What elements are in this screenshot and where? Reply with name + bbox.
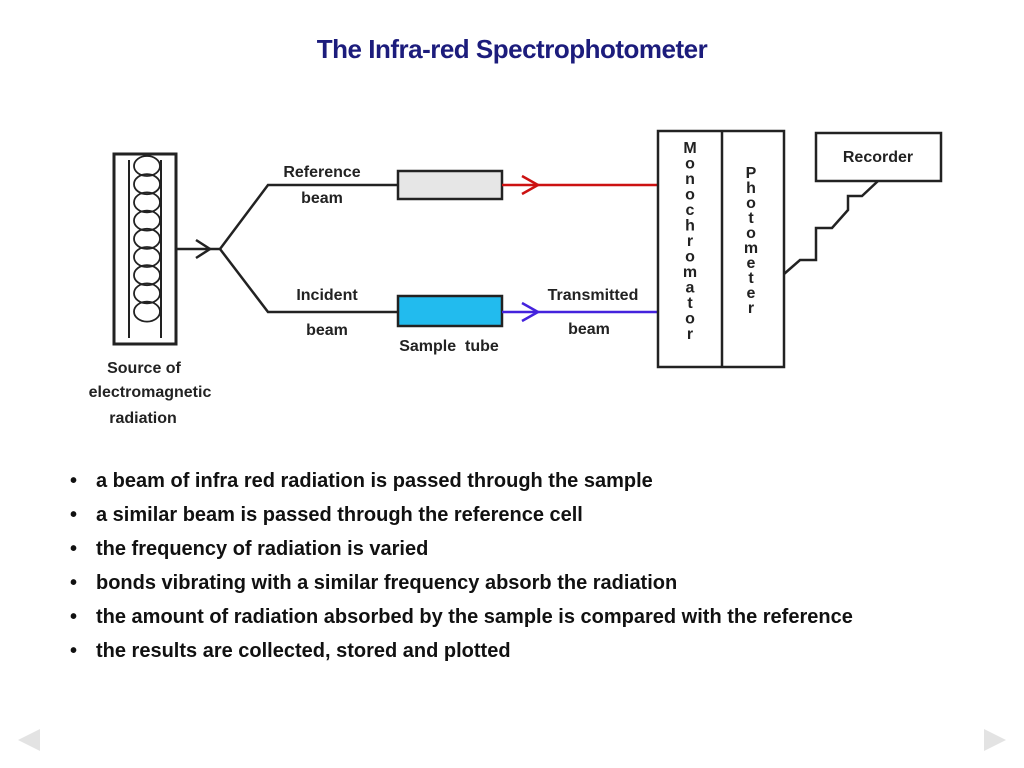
coil-loop [133, 173, 161, 196]
photo-letters-letter: t [748, 210, 754, 227]
bullet-item: •bonds vibrating with a similar frequenc… [70, 572, 678, 594]
recorder-trace [783, 180, 879, 275]
reference-cell [396, 169, 504, 201]
bullet-text: a similar beam is passed through the ref… [96, 504, 583, 526]
reference-beam [502, 174, 658, 196]
mono-letters-letter: o [685, 156, 695, 173]
bullet-text: a beam of infra red radiation is passed … [96, 470, 653, 492]
photo-letters-letter: r [748, 300, 754, 317]
mono-letters-letter: a [686, 280, 695, 297]
bullet-text: the amount of radiation absorbed by the … [96, 606, 853, 628]
reference-beam-label-2: beam [301, 190, 343, 207]
bullet-text: the results are collected, stored and pl… [96, 640, 511, 662]
photo-letters-letter: o [746, 225, 756, 242]
left-arrow-icon[interactable] [16, 728, 42, 752]
coil-loop [133, 191, 161, 214]
bullet-text: bonds vibrating with a similar frequency… [96, 572, 678, 594]
coil-loop [133, 282, 161, 305]
coil-loop [133, 227, 161, 250]
recorder-box [814, 131, 943, 183]
transmitted-beam-label-1: Transmitted [548, 287, 639, 304]
bullet-list: •a beam of infra red radiation is passed… [70, 466, 853, 670]
coil-loop [133, 264, 161, 287]
sample-tube-label: Sample tube [399, 338, 499, 355]
mono-letters-letter: M [683, 140, 696, 157]
sample-tube [396, 294, 504, 328]
mono-letters-letter: c [686, 202, 695, 219]
transmitted-beam-label-2: beam [568, 321, 610, 338]
bullet-item: •the amount of radiation absorbed by the… [70, 606, 853, 628]
mono-letters-letter: t [687, 295, 693, 312]
bullet-item: •the frequency of radiation is varied [70, 538, 429, 560]
photo-letters-letter: e [747, 255, 756, 272]
spectrophotometer-diagram: Source of electromagnetic radiation Refe… [89, 129, 943, 427]
mono-letters-letter: m [683, 264, 697, 281]
bullet-item: •a similar beam is passed through the re… [70, 504, 583, 526]
source-label-line-2: electromagnetic [89, 384, 212, 401]
photo-letters-letter: h [746, 180, 756, 197]
incident-beam-label-2: beam [306, 322, 348, 339]
mono-letters-letter: h [685, 218, 695, 235]
photo-letters-letter: P [746, 165, 757, 182]
incident-beam-label-1: Incident [296, 287, 358, 304]
radiation-source [112, 152, 178, 346]
source-label-line-1: Source of [107, 360, 181, 377]
mono-letters-letter: r [687, 326, 693, 343]
transmitted-beam [502, 301, 658, 323]
coil-filament [133, 155, 161, 323]
photo-letters-letter: o [746, 195, 756, 212]
bullet-text: the frequency of radiation is varied [96, 538, 429, 560]
mono-letters-letter: o [685, 187, 695, 204]
photo-letters-letter: e [747, 285, 756, 302]
coil-loop [133, 246, 161, 268]
source-beam [176, 238, 220, 260]
photo-letters-letter: m [744, 240, 758, 257]
reference-beam-label-1: Reference [283, 164, 360, 181]
mono-letters-letter: r [687, 233, 693, 250]
right-arrow-icon[interactable] [982, 728, 1008, 752]
coil-loop [133, 300, 161, 323]
bullet-item: •the results are collected, stored and p… [70, 640, 511, 662]
mono-letters-letter: o [685, 311, 695, 328]
coil-loop [133, 155, 161, 177]
recorder-label: Recorder [843, 149, 913, 166]
bullet-item: •a beam of infra red radiation is passed… [70, 470, 653, 492]
beam-splitter [219, 183, 398, 314]
source-label-line-3: radiation [109, 410, 177, 427]
page-title: The Infra-red Spectrophotometer [316, 34, 708, 64]
photo-letters-letter: t [748, 270, 754, 287]
coil-loop [133, 209, 161, 232]
mono-letters-letter: o [685, 249, 695, 266]
mono-letters-letter: n [685, 171, 695, 188]
